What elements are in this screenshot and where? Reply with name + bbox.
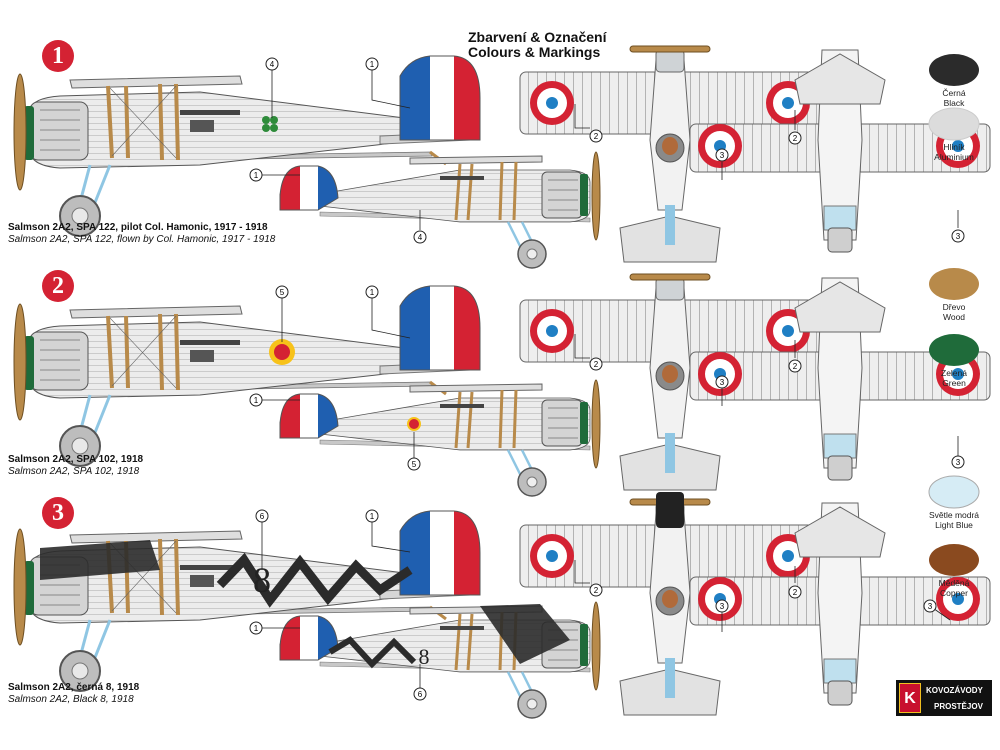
callout-label: 1 <box>370 60 375 69</box>
callout-label: 1 <box>254 396 259 405</box>
callout-label: 4 <box>270 60 275 69</box>
callout-label: 3 <box>720 151 725 160</box>
scheme-3-black-cowl <box>656 492 684 528</box>
callout-leaders <box>261 70 959 688</box>
scheme-3-fuselage-code-small: 8 <box>419 644 430 669</box>
scheme-3-caption: Salmson 2A2, černá 8, 1918 Salmson 2A2, … <box>8 682 139 706</box>
swatch-green <box>929 334 979 366</box>
swatch-light-blue <box>928 475 980 509</box>
scheme-3-black-nose <box>40 540 160 580</box>
callout-markers: 1 4 1 4 2 2 3 3 1 5 1 5 2 2 3 3 1 6 1 6 … <box>249 57 965 701</box>
scheme-1-side-small <box>278 150 602 270</box>
callout-label: 3 <box>956 458 961 467</box>
callout-label: 2 <box>594 586 599 595</box>
color-swatches <box>928 54 980 576</box>
logo-line-1: KOVOZÁVODY <box>926 686 983 695</box>
scheme-2-side-small <box>278 378 602 498</box>
callout-label: 3 <box>956 232 961 241</box>
swatch-copper <box>929 544 979 576</box>
callout-label: 3 <box>720 378 725 387</box>
scheme-1-caption: Salmson 2A2, SPA 122, pilot Col. Hamonic… <box>8 222 275 246</box>
scheme-3-black-nose-small <box>480 604 570 664</box>
swatch-wood <box>929 268 979 300</box>
swatch-aluminium <box>928 107 980 141</box>
callout-label: 6 <box>260 512 265 521</box>
logo-mark: K <box>899 683 921 713</box>
scheme-3-fuselage-code: 8 <box>253 560 271 600</box>
page-title: Zbarvení & Označení Colours & Markings <box>468 30 606 60</box>
scheme-3-zigzag-small <box>328 636 417 669</box>
callout-label: 1 <box>254 171 259 180</box>
caption-czech: Salmson 2A2, SPA 102, 1918 <box>8 454 144 465</box>
callout-label: 4 <box>418 233 423 242</box>
callout-label: 5 <box>412 460 417 469</box>
callout-label: 2 <box>594 132 599 141</box>
callout-label: 1 <box>254 624 259 633</box>
callout-label: 1 <box>370 288 375 297</box>
scheme-3-badge: 3 <box>42 497 74 529</box>
caption-czech: Salmson 2A2, černá 8, 1918 <box>8 682 140 693</box>
caption-english: Salmson 2A2, SPA 122, flown by Col. Hamo… <box>8 234 276 245</box>
scheme-2-badge: 2 <box>42 270 74 302</box>
logo-line-2: PROSTĚJOV <box>934 702 983 711</box>
scheme-2-sun-emblem-small <box>407 417 421 431</box>
callout-label: 6 <box>418 690 423 699</box>
title-english: Colours & Markings <box>468 44 601 60</box>
callout-label: 5 <box>280 288 285 297</box>
scheme-2-caption: Salmson 2A2, SPA 102, 1918 Salmson 2A2, … <box>8 454 143 478</box>
scheme-3-zigzag <box>216 552 413 608</box>
callout-label: 2 <box>594 360 599 369</box>
callout-label: 2 <box>793 134 798 143</box>
callout-label: 2 <box>793 362 798 371</box>
callout-label: 3 <box>720 602 725 611</box>
callout-label: 1 <box>370 512 375 521</box>
manufacturer-logo: K KOVOZÁVODY PROSTĚJOV <box>896 680 992 716</box>
callout-label: 2 <box>793 588 798 597</box>
scheme-1-badge: 1 <box>42 40 74 72</box>
caption-czech: Salmson 2A2, SPA 122, pilot Col. Hamonic… <box>8 222 268 233</box>
caption-english: Salmson 2A2, SPA 102, 1918 <box>8 466 140 477</box>
callout-label: 3 <box>928 602 933 611</box>
title-czech: Zbarvení & Označení <box>468 29 607 45</box>
scheme-2-sun-emblem <box>269 339 295 365</box>
caption-english: Salmson 2A2, Black 8, 1918 <box>8 694 134 705</box>
swatch-black <box>929 54 979 86</box>
